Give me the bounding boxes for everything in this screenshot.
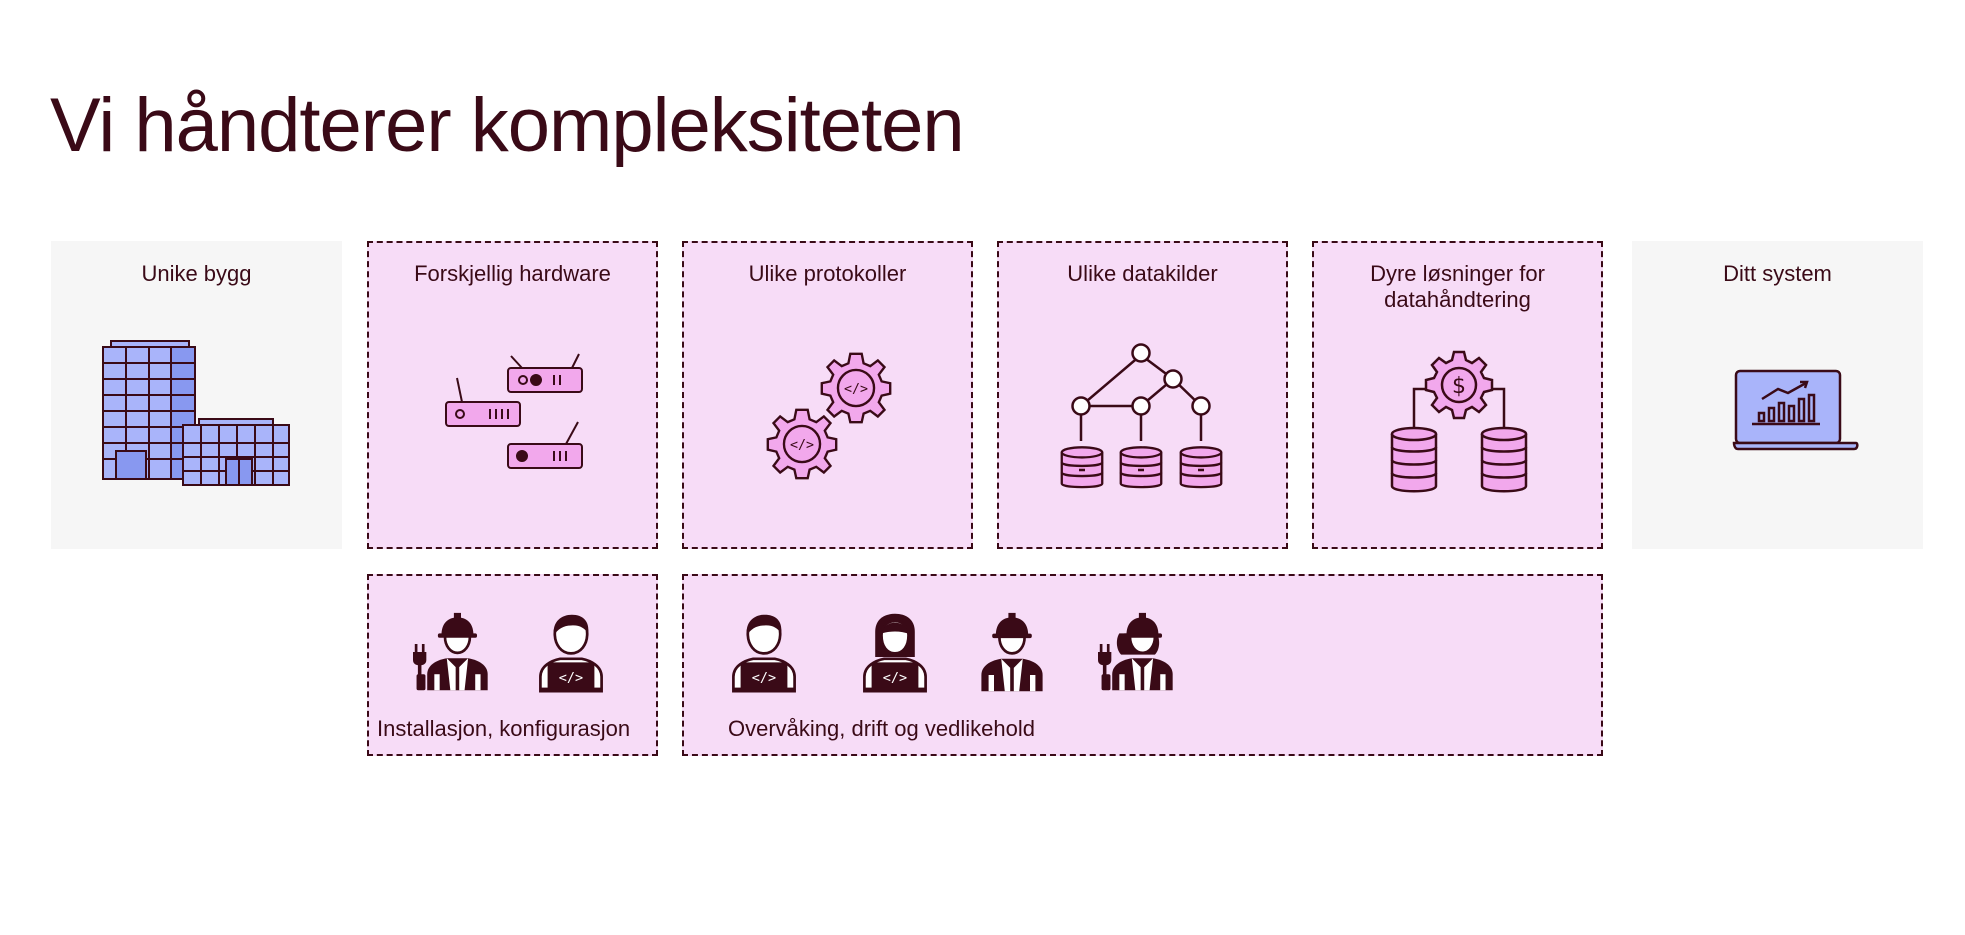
buildings-icon [102, 340, 290, 486]
dollar-gear-databases-icon: $ [1390, 350, 1528, 493]
card-forskjellig-hardware: Forskjellig hardware [367, 241, 658, 549]
developer-icon [539, 613, 603, 693]
card-ulike-datakilder: Ulike datakilder [997, 241, 1288, 549]
developer-icon [732, 613, 796, 693]
electrician-female-icon [1098, 612, 1178, 692]
svg-text:$: $ [1452, 374, 1466, 399]
data-network-icon [1060, 343, 1223, 489]
card-label: Ditt system [1723, 261, 1832, 286]
developer-female-icon [863, 612, 927, 693]
technician-icon [980, 612, 1044, 693]
service-label: Installasjon, konfigurasjon [377, 716, 631, 741]
gears-code-icon [766, 352, 892, 480]
card-unike-bygg: Unike bygg [51, 241, 342, 549]
card-label: Ulike protokoller [748, 261, 907, 286]
page-title: Vi håndterer kompleksiteten [50, 83, 965, 168]
card-label: Ulike datakilder [1067, 261, 1218, 286]
card-ditt-system: Ditt system [1632, 241, 1923, 549]
card-ulike-protokoller: Ulike protokoller [682, 241, 973, 549]
card-dyre-losninger: Dyre løsninger for datahåndtering $ [1312, 241, 1603, 549]
service-label: Overvåking, drift og vedlikehold [728, 716, 1035, 741]
electrician-icon [413, 612, 493, 692]
service-installasjon: Installasjon, konfigurasjon [367, 574, 658, 756]
laptop-chart-icon [1732, 369, 1859, 451]
routers-icon [445, 353, 583, 469]
card-label: Forskjellig hardware [414, 261, 611, 286]
card-label: Dyre løsninger for datahåndtering [1370, 261, 1545, 312]
service-overvaking: Overvåking, drift og vedlikehold [682, 574, 1603, 756]
card-label: Unike bygg [141, 261, 252, 286]
